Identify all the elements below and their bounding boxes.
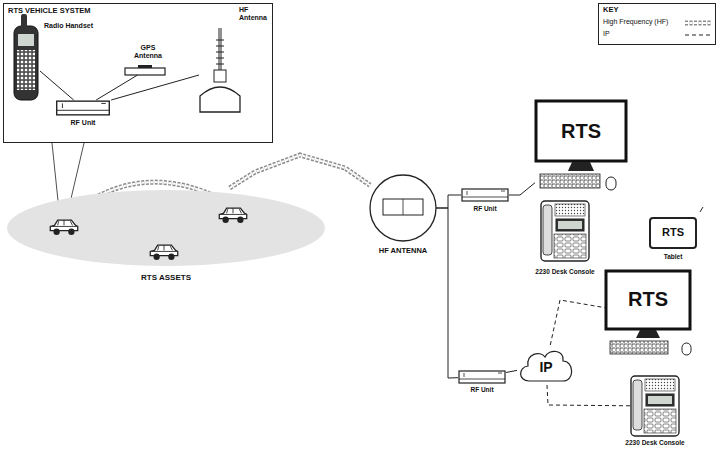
- hf-antenna-hub: HF ANTENNA: [362, 172, 444, 260]
- rts-monitor: RTS: [606, 271, 690, 329]
- gps-antenna: GPS Antenna: [118, 44, 178, 77]
- node-label: 2230 Desk Console: [535, 268, 594, 275]
- ip-link: [550, 300, 605, 345]
- cable: [506, 370, 517, 372]
- ip-cloud: IP: [517, 345, 575, 385]
- legend-sample: [684, 31, 712, 39]
- rf-unit: RF Unit: [452, 368, 512, 400]
- node-caption: Tablet: [664, 253, 683, 260]
- tablet: RTS Tablet: [645, 216, 707, 272]
- system-inset: RTS VEHICLE SYSTEM Radio HandsetGPS Anten…: [3, 3, 273, 143]
- rf-unit: RF Unit: [28, 98, 138, 132]
- key-box: KEY High Frequency (HF) IP: [598, 3, 716, 45]
- node-label: Radio Handset: [44, 22, 93, 30]
- legend-row: IP: [598, 30, 716, 41]
- node-label: RF Unit: [473, 205, 496, 212]
- desk-console: 2230 Desk Console: [520, 198, 610, 280]
- cable: [111, 75, 199, 100]
- node-label: RF Unit: [470, 386, 493, 393]
- legend-row: High Frequency (HF): [598, 18, 716, 29]
- cable: [436, 195, 461, 208]
- node-label: RTS: [662, 226, 684, 238]
- node-label: RTS: [628, 288, 668, 310]
- key-heading: KEY: [603, 6, 618, 14]
- node-label: HF ANTENNA: [379, 247, 427, 255]
- cable: [96, 75, 137, 100]
- node-label: RTS ASSETS: [141, 274, 191, 283]
- legend-sample: [684, 19, 712, 27]
- radio-handset: Radio Handset: [8, 14, 108, 104]
- node-label: 2230 Desk Console: [625, 439, 684, 446]
- hf-antenna: HF Antenna: [190, 4, 252, 114]
- node-label: HF Antenna: [239, 6, 275, 21]
- node-label: RTS: [561, 120, 601, 142]
- cable: [436, 208, 458, 378]
- assets-zone: RTS ASSETS: [5, 188, 327, 290]
- cable: [40, 71, 74, 100]
- rf-unit: RF Unit: [455, 186, 515, 218]
- node-label: RTS VEHICLE SYSTEM: [8, 7, 91, 15]
- legend-text: High Frequency (HF): [603, 18, 668, 26]
- rts-monitor: RTS: [536, 101, 626, 161]
- node-label: RF Unit: [71, 119, 96, 127]
- node-label: IP: [539, 360, 552, 375]
- ip-link: [547, 385, 630, 406]
- node-label: GPS Antenna: [131, 44, 165, 59]
- hf-link: [230, 155, 370, 188]
- desk-console: 2230 Desk Console: [610, 373, 700, 450]
- legend-text: IP: [603, 30, 610, 38]
- cable: [509, 183, 535, 195]
